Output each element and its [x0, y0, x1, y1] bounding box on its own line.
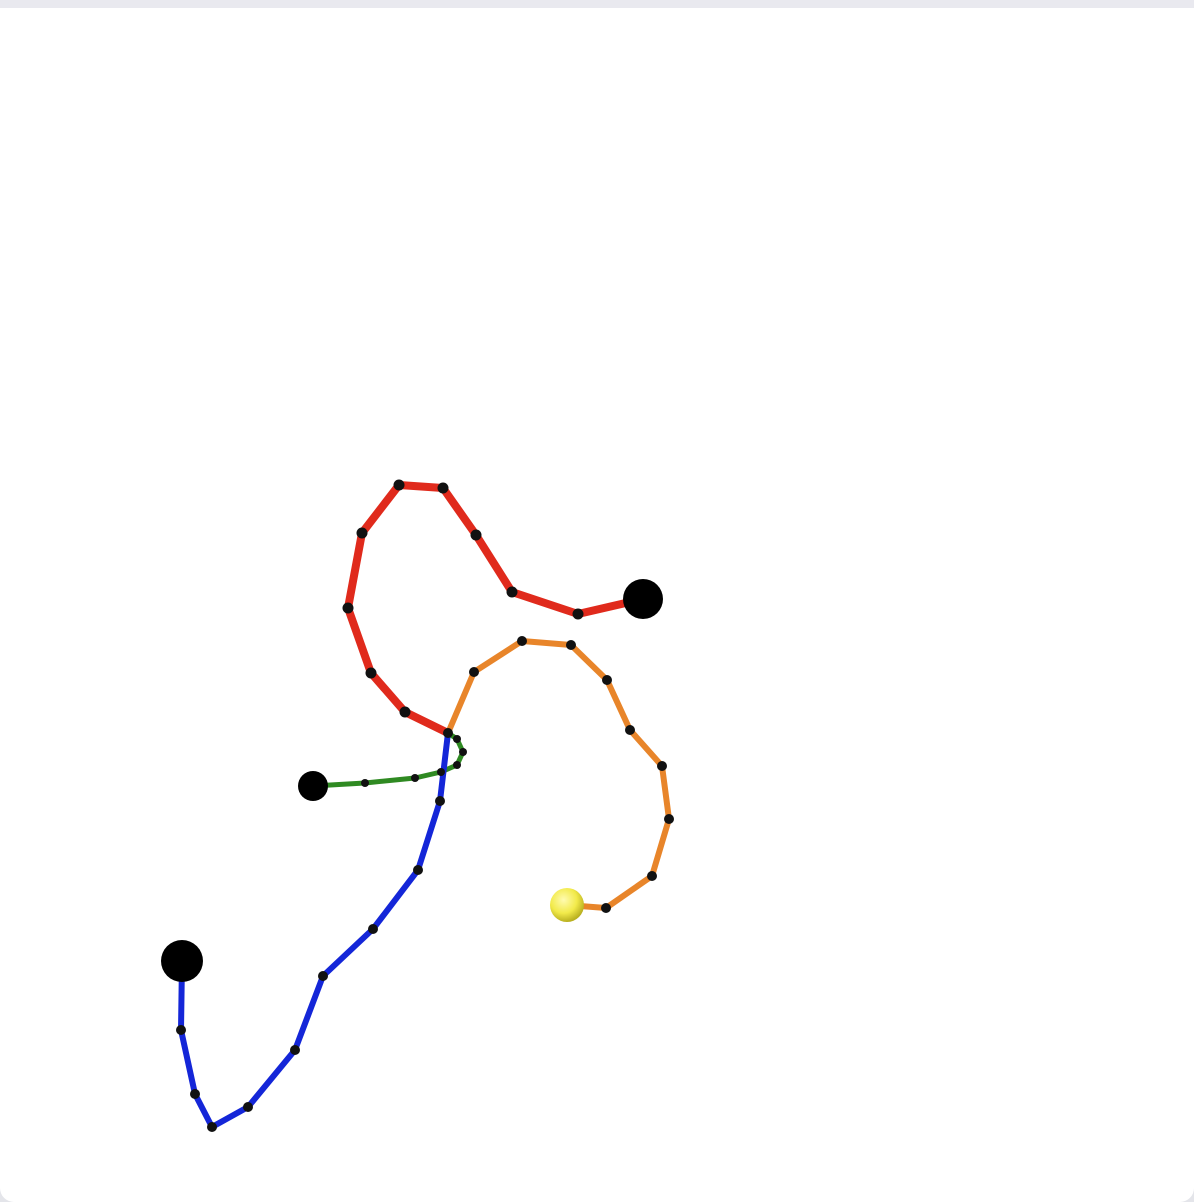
joint[interactable]: [399, 706, 411, 718]
red-chain-anchor[interactable]: [623, 579, 663, 619]
joint[interactable]: [572, 608, 584, 620]
joint[interactable]: [318, 971, 328, 981]
joint[interactable]: [602, 675, 612, 685]
joint[interactable]: [365, 667, 377, 679]
joint[interactable]: [601, 903, 611, 913]
joint[interactable]: [647, 871, 657, 881]
end-effector-ball[interactable]: [550, 888, 584, 922]
joint[interactable]: [207, 1122, 217, 1132]
joint[interactable]: [506, 586, 518, 598]
joint[interactable]: [290, 1045, 300, 1055]
red-chain-links[interactable]: [344, 481, 647, 737]
joint[interactable]: [190, 1089, 200, 1099]
joint[interactable]: [393, 479, 405, 491]
blue-chain-anchor[interactable]: [161, 940, 203, 982]
linkage-scene[interactable]: [0, 8, 1194, 1202]
joint[interactable]: [625, 725, 635, 735]
joint[interactable]: [469, 667, 479, 677]
joint[interactable]: [437, 482, 449, 494]
joint[interactable]: [176, 1025, 186, 1035]
orange-chain-links[interactable]: [445, 638, 672, 911]
joint[interactable]: [453, 735, 461, 743]
joint[interactable]: [243, 1102, 253, 1112]
3d-viewport[interactable]: [0, 8, 1194, 1202]
joint[interactable]: [411, 774, 419, 782]
joint[interactable]: [459, 748, 467, 756]
green-chain-anchor[interactable]: [298, 771, 328, 801]
joint[interactable]: [437, 768, 445, 776]
joint[interactable]: [566, 640, 576, 650]
red-chain[interactable]: [344, 481, 647, 737]
joint[interactable]: [356, 527, 368, 539]
joint[interactable]: [453, 761, 461, 769]
orange-chain[interactable]: [445, 638, 672, 911]
joint[interactable]: [368, 924, 378, 934]
joint[interactable]: [517, 636, 527, 646]
joint[interactable]: [470, 529, 482, 541]
joint-hub[interactable]: [443, 728, 453, 738]
joint[interactable]: [657, 761, 667, 771]
joint[interactable]: [361, 779, 369, 787]
joint[interactable]: [342, 602, 354, 614]
joint[interactable]: [413, 865, 423, 875]
joint[interactable]: [435, 796, 445, 806]
joint[interactable]: [664, 814, 674, 824]
chain-joints: [176, 479, 674, 1132]
